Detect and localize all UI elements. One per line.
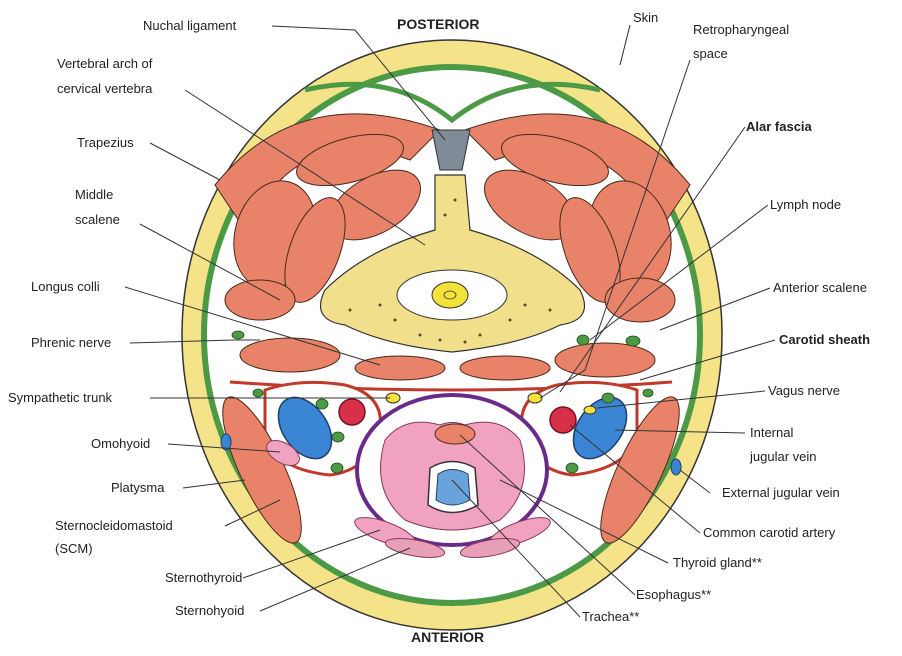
label-vagus-nerve: Vagus nerve	[768, 383, 840, 398]
label-sternohyoid: Sternohyoid	[175, 603, 244, 618]
trachea-lumen	[436, 470, 470, 506]
label-vertebral-arch-1: Vertebral arch of	[57, 56, 153, 71]
label-sympathetic-trunk: Sympathetic trunk	[8, 390, 113, 405]
posterior-label: POSTERIOR	[397, 16, 479, 32]
common-carotid-artery-left	[339, 399, 365, 425]
label-anterior-scalene: Anterior scalene	[773, 280, 867, 295]
label-retropharyngeal-1: Retropharyngeal	[693, 22, 789, 37]
esophagus	[435, 424, 475, 444]
label-vertebral-arch-2: cervical vertebra	[57, 81, 153, 96]
label-external-jugular: External jugular vein	[722, 485, 840, 500]
label-carotid-sheath: Carotid sheath	[779, 332, 870, 347]
label-sternothyroid: Sternothyroid	[165, 570, 242, 585]
label-internal-jugular-1: Internal	[750, 425, 793, 440]
label-middle-scalene-2: scalene	[75, 212, 120, 227]
label-common-carotid: Common carotid artery	[703, 525, 836, 540]
vagus-nerve-right-2	[584, 406, 596, 414]
label-nuchal-ligament: Nuchal ligament	[143, 18, 237, 33]
label-trapezius: Trapezius	[77, 135, 134, 150]
label-alar-fascia: Alar fascia	[746, 119, 813, 134]
vagus-nerve-right	[528, 393, 542, 403]
label-middle-scalene-1: Middle	[75, 187, 113, 202]
label-thyroid-gland: Thyroid gland**	[673, 555, 762, 570]
label-trachea: Trachea**	[582, 609, 639, 624]
anterior-label: ANTERIOR	[411, 629, 484, 645]
label-lymph-node: Lymph node	[770, 197, 841, 212]
label-internal-jugular-2: jugular vein	[749, 449, 817, 464]
label-scm-2: (SCM)	[55, 541, 93, 556]
label-retropharyngeal-2: space	[693, 46, 728, 61]
external-jugular-vein-right	[671, 459, 681, 475]
longus-colli-right	[460, 356, 550, 380]
label-phrenic-nerve: Phrenic nerve	[31, 335, 111, 350]
label-longus-colli: Longus colli	[31, 279, 100, 294]
label-skin: Skin	[633, 10, 658, 25]
label-esophagus: Esophagus**	[636, 587, 711, 602]
common-carotid-artery-right	[550, 407, 576, 433]
label-scm-1: Sternocleidomastoid	[55, 518, 173, 533]
spinal-cord-center	[444, 291, 456, 299]
label-platysma: Platysma	[111, 480, 165, 495]
longus-colli-left	[355, 356, 445, 380]
label-omohyoid: Omohyoid	[91, 436, 150, 451]
